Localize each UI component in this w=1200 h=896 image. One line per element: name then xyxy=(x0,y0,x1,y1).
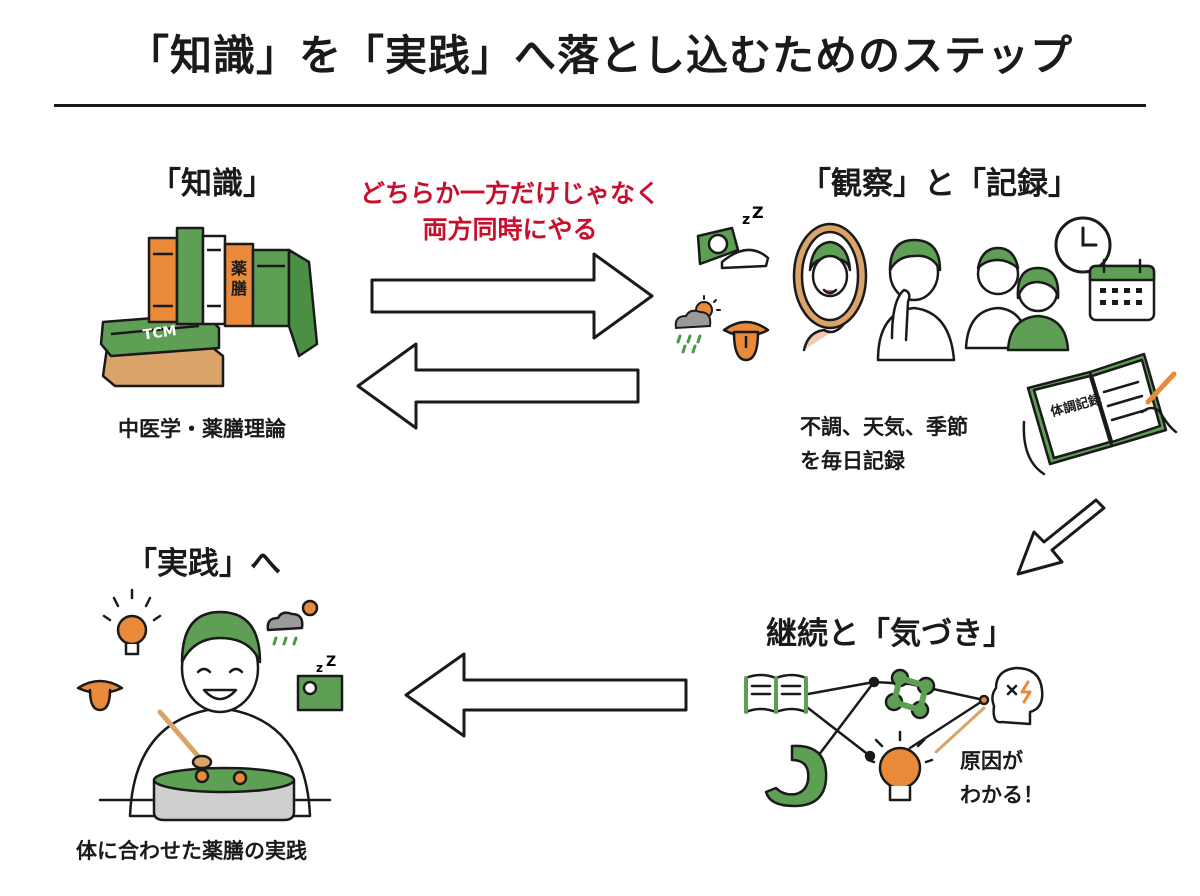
svg-text:z: z xyxy=(316,661,323,675)
thinking-person-icon xyxy=(876,238,956,362)
arrow-left-icon xyxy=(356,342,640,430)
calendar-icon xyxy=(1088,258,1156,322)
awareness-callout-line2: わかる！ xyxy=(960,783,1044,807)
knowledge-caption: 中医学・薬膳理論 xyxy=(118,417,286,441)
weather-icon xyxy=(674,295,721,354)
knowledge-heading: 「知識」 xyxy=(150,166,274,202)
observe-caption: 不調、天気、季節 を毎日記録 xyxy=(800,410,968,478)
cooking-person-icon: z Z xyxy=(76,588,344,822)
sleep-icon: z Z xyxy=(696,203,770,270)
awareness-network-icon xyxy=(744,666,1044,808)
page-title: 「知識」を「実践」へ落とし込むためのステップ xyxy=(126,31,1073,80)
both-ways-message: どちらか一方だけじゃなく 両方同時にやる xyxy=(330,176,690,248)
awareness-callout-line1: 原因が xyxy=(960,749,1023,773)
svg-text:z: z xyxy=(742,212,750,228)
practice-caption: 体に合わせた薬膳の実践 xyxy=(76,839,307,863)
awareness-heading: 継続と「気づき」 xyxy=(766,616,1014,652)
title-divider xyxy=(54,104,1146,107)
arrow-right-icon xyxy=(370,252,654,340)
family-icon xyxy=(964,246,1070,352)
tongue-icon xyxy=(722,320,770,362)
observe-heading: 「観察」と「記録」 xyxy=(800,166,1079,202)
svg-text:Z: Z xyxy=(326,654,336,670)
mirror-icon xyxy=(792,222,868,352)
book-stack-icon: TCM 薬 膳 xyxy=(99,226,319,388)
svg-text:Z: Z xyxy=(752,203,764,222)
both-ways-line2: 両方同時にやる xyxy=(422,215,598,244)
observe-caption-line2: を毎日記録 xyxy=(800,449,905,473)
notebook-icon: 体調記録 xyxy=(1022,352,1178,476)
practice-heading: 「実践」へ xyxy=(126,546,281,582)
both-ways-line1: どちらか一方だけじゃなく xyxy=(359,179,660,208)
arrow-down-left-icon xyxy=(1016,498,1106,576)
observe-caption-line1: 不調、天気、季節 xyxy=(800,415,968,439)
awareness-callout: 原因が わかる！ xyxy=(960,744,1044,812)
svg-text:TCM: TCM xyxy=(142,323,178,344)
clock-icon xyxy=(1054,216,1112,274)
svg-text:薬: 薬 xyxy=(230,259,248,278)
svg-text:膳: 膳 xyxy=(231,279,247,298)
arrow-left-bottom-icon xyxy=(404,652,688,738)
